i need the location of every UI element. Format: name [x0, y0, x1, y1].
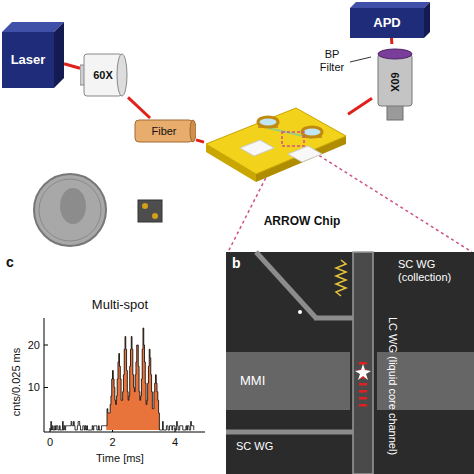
y-axis	[44, 318, 45, 432]
chip-waveguide-pad	[240, 140, 274, 156]
part-label: LC WG (liquid core channel)	[387, 317, 400, 455]
chip-top	[206, 108, 346, 174]
leader-line	[350, 57, 371, 62]
coin-profile	[60, 188, 86, 224]
zoom-box	[282, 132, 304, 146]
reservoir	[258, 117, 278, 127]
chip-waveguide-pad	[288, 146, 322, 162]
micrograph	[226, 252, 474, 474]
node-label: Laser	[11, 53, 46, 67]
micrograph-ground	[226, 252, 474, 474]
part-label: SC WG (collection)	[398, 258, 470, 283]
tick-label: 0	[47, 436, 53, 449]
spot	[359, 404, 367, 407]
tick-label: 2	[109, 436, 115, 449]
box-side	[424, 2, 430, 38]
photon-squiggle	[336, 260, 346, 296]
lens-body	[84, 54, 122, 96]
chip-photo-reservoir	[152, 213, 158, 219]
node-label: 60X	[93, 69, 113, 81]
tick-label: 10	[24, 381, 40, 394]
text-box: ARROW Chip	[258, 214, 346, 230]
laser-box: Laser	[2, 22, 64, 88]
waveguide	[226, 430, 353, 435]
axis-title: Time [ms]	[96, 452, 144, 465]
lens-end	[117, 54, 127, 96]
coin	[34, 174, 106, 246]
fiber-body	[135, 120, 193, 142]
arrow-chip: ARROW Chip	[204, 92, 348, 232]
zoom-line	[304, 146, 472, 252]
part-label: BP Filter	[312, 48, 352, 73]
text-box: Laser	[2, 32, 54, 88]
node-label: Fiber	[151, 125, 176, 137]
particle-star	[355, 364, 371, 380]
node-label: APD	[373, 16, 400, 30]
light-beam	[390, 38, 393, 44]
spot	[359, 397, 367, 400]
x-axis	[44, 432, 205, 433]
box-top	[350, 2, 430, 8]
box-top	[2, 22, 64, 32]
coin-rim	[39, 179, 101, 241]
text-box: Fiber	[135, 120, 193, 142]
node-shape	[204, 92, 348, 232]
reservoir	[302, 127, 322, 137]
fiber-end	[190, 120, 196, 142]
light-beam	[196, 140, 204, 142]
tick-label: 4	[172, 436, 178, 449]
tick	[44, 345, 48, 346]
light-beam	[128, 97, 150, 118]
node-label: ARROW Chip	[264, 215, 341, 228]
spot	[359, 383, 367, 386]
part-label: MMI	[240, 374, 265, 389]
liquid-channel	[353, 252, 373, 474]
box-side	[54, 22, 64, 88]
plot-title: Multi-spot	[92, 298, 148, 313]
trace-line	[50, 328, 194, 430]
part-label: SC WG	[236, 440, 273, 453]
optical-fiber: Fiber	[132, 118, 196, 144]
tick	[44, 387, 48, 388]
particle-dot	[298, 310, 302, 314]
light-beam	[64, 64, 80, 69]
apd-detector: APD	[350, 2, 430, 38]
bp-filter-ring	[378, 49, 412, 59]
chip-photo-reservoir	[142, 203, 148, 209]
mmi-region	[226, 352, 350, 410]
panel-letter: b	[232, 255, 241, 271]
box-front	[2, 32, 54, 88]
axis-title: cnts/0.025 ms	[10, 348, 23, 416]
light-beam	[348, 98, 372, 114]
node-label: 60X	[389, 72, 401, 92]
trace-plot	[44, 318, 205, 432]
panel-letter: c	[6, 254, 14, 270]
spot	[359, 390, 367, 393]
lens-body	[378, 54, 412, 106]
text-box: 60X	[84, 54, 122, 96]
coin-disc	[34, 174, 106, 246]
waveguide	[256, 252, 316, 318]
waveguide	[314, 316, 353, 321]
text-box: 60X	[378, 60, 412, 104]
box-front	[350, 8, 424, 38]
text-box: APD	[350, 8, 424, 38]
chip-photo-body	[138, 200, 162, 222]
objective-lens: 60X	[372, 44, 418, 122]
objective-lens: 60X	[80, 48, 128, 102]
chip-photo	[138, 200, 162, 222]
tick-label: 20	[24, 339, 40, 352]
